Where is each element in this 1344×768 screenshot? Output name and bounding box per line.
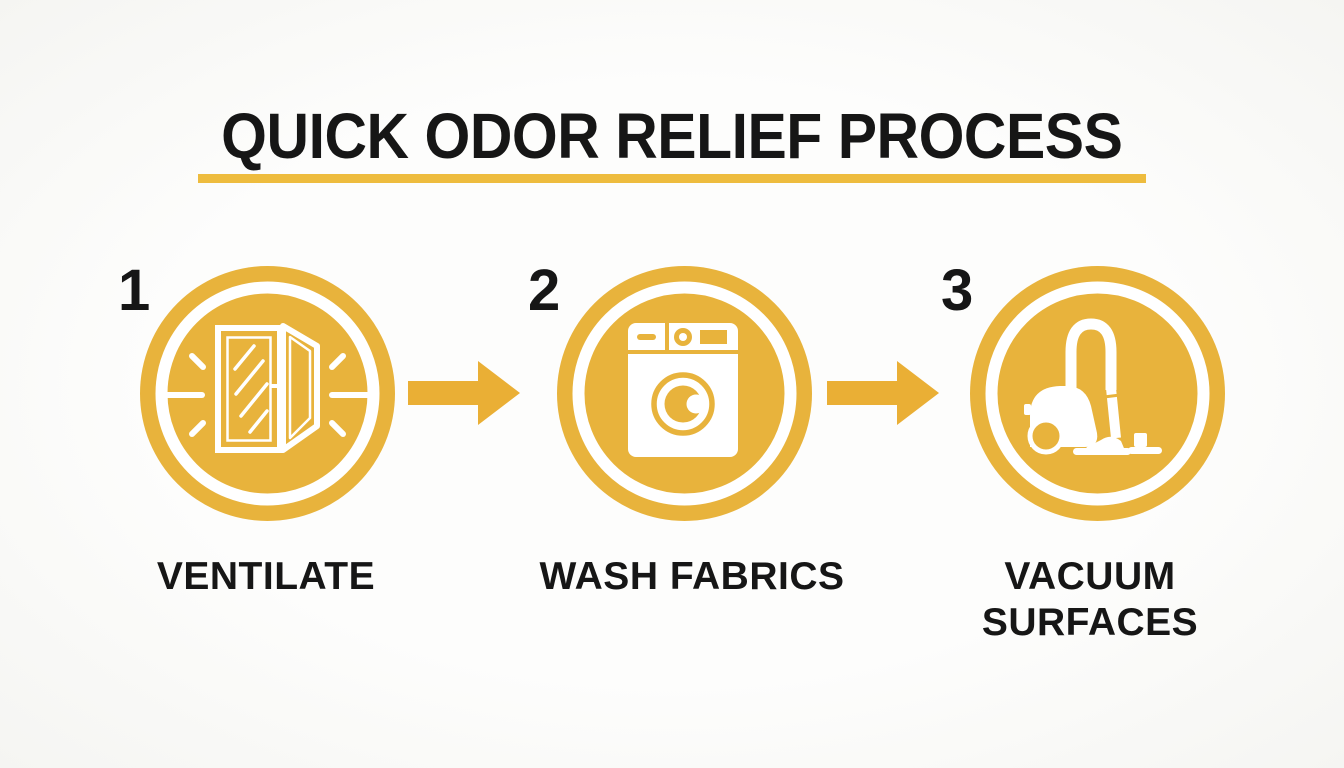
arrow-right-icon: [827, 361, 939, 425]
vacuum-cleaner-icon: [1024, 318, 1162, 455]
title-underline: [198, 174, 1146, 183]
step-2-badge: [557, 266, 812, 521]
step-2-number: 2: [528, 258, 561, 323]
step-1-badge: [140, 266, 395, 521]
step-3-badge: [970, 266, 1225, 521]
page-title: QUICK ODOR RELIEF PROCESS: [221, 100, 1123, 172]
step-2-label: WASH FABRICS: [539, 555, 845, 598]
title-block: QUICK ODOR RELIEF PROCESS: [0, 104, 1344, 168]
step-1-label: VENTILATE: [156, 555, 376, 598]
step-3-number: 3: [941, 258, 974, 323]
arrow-right-icon: [408, 361, 520, 425]
airflow-dashes: [161, 353, 373, 437]
step-1-number: 1: [118, 258, 151, 323]
step-3-label: VACUUM SURFACES: [981, 555, 1199, 645]
open-window-icon: [161, 323, 373, 453]
washing-machine-icon: [628, 323, 738, 457]
